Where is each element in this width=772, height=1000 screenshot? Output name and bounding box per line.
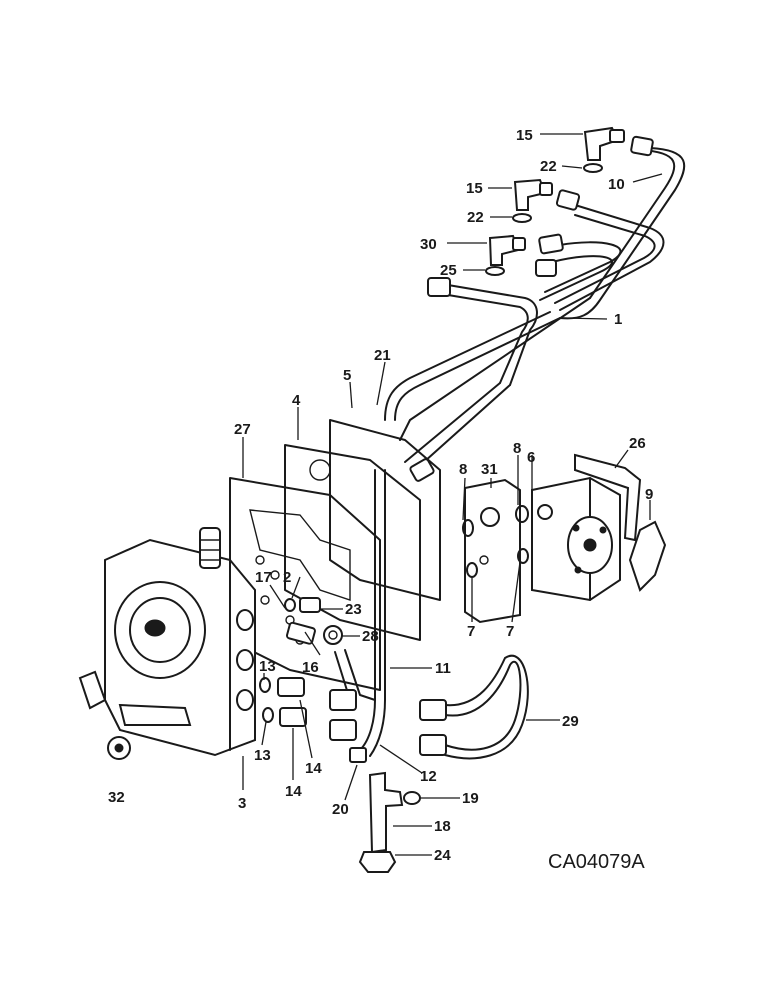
- callout-6: 6: [527, 449, 535, 466]
- callout-7a: 7: [467, 623, 475, 640]
- callout-15a: 15: [516, 127, 533, 144]
- callout-30: 30: [420, 236, 437, 253]
- callout-10: 10: [608, 176, 625, 193]
- callout-19: 19: [462, 790, 479, 807]
- pump-assembly: [462, 453, 667, 624]
- valve-housing: [78, 527, 256, 757]
- callout-16: 16: [302, 659, 319, 676]
- callout-9: 9: [645, 486, 653, 503]
- callout-22a: 22: [540, 158, 557, 175]
- callout-13b: 13: [254, 747, 271, 764]
- callout-labels: 1 2 3 4 5 6 7 7 8 8 9 10 11 12 13 13 14 …: [108, 127, 653, 864]
- elbow-fittings: [485, 126, 625, 276]
- callout-11: 11: [435, 660, 451, 677]
- callout-20: 20: [332, 801, 349, 818]
- callout-23: 23: [345, 601, 362, 618]
- callout-25: 25: [440, 262, 457, 279]
- drawing-code: CA04079A: [548, 851, 645, 873]
- lower-tubes: [107, 469, 529, 873]
- callout-14a: 14: [305, 760, 322, 777]
- callout-31: 31: [481, 461, 498, 478]
- callout-8b: 8: [513, 440, 521, 457]
- callout-8a: 8: [459, 461, 467, 478]
- small-fittings: [259, 597, 343, 727]
- callout-32: 32: [108, 789, 125, 806]
- callout-2: 2: [283, 569, 291, 586]
- callout-22b: 22: [467, 209, 484, 226]
- callout-27: 27: [234, 421, 251, 438]
- callout-7b: 7: [506, 623, 514, 640]
- callout-1: 1: [614, 311, 622, 328]
- gasket-plates: [229, 419, 441, 691]
- leader-lines: [242, 133, 663, 856]
- callout-26: 26: [629, 435, 646, 452]
- callout-4: 4: [292, 392, 301, 409]
- callout-18: 18: [434, 818, 451, 835]
- callout-14b: 14: [285, 783, 302, 800]
- callout-3: 3: [238, 795, 246, 812]
- callout-17: 17: [255, 569, 272, 586]
- callout-28: 28: [362, 628, 379, 645]
- callout-15b: 15: [466, 180, 483, 197]
- callout-21: 21: [374, 347, 391, 364]
- hydraulic-tube-assembly: [384, 135, 686, 482]
- callout-29: 29: [562, 713, 579, 730]
- callout-24: 24: [434, 847, 451, 864]
- callout-13a: 13: [259, 658, 276, 675]
- callout-5: 5: [343, 367, 351, 384]
- callout-12: 12: [420, 768, 437, 785]
